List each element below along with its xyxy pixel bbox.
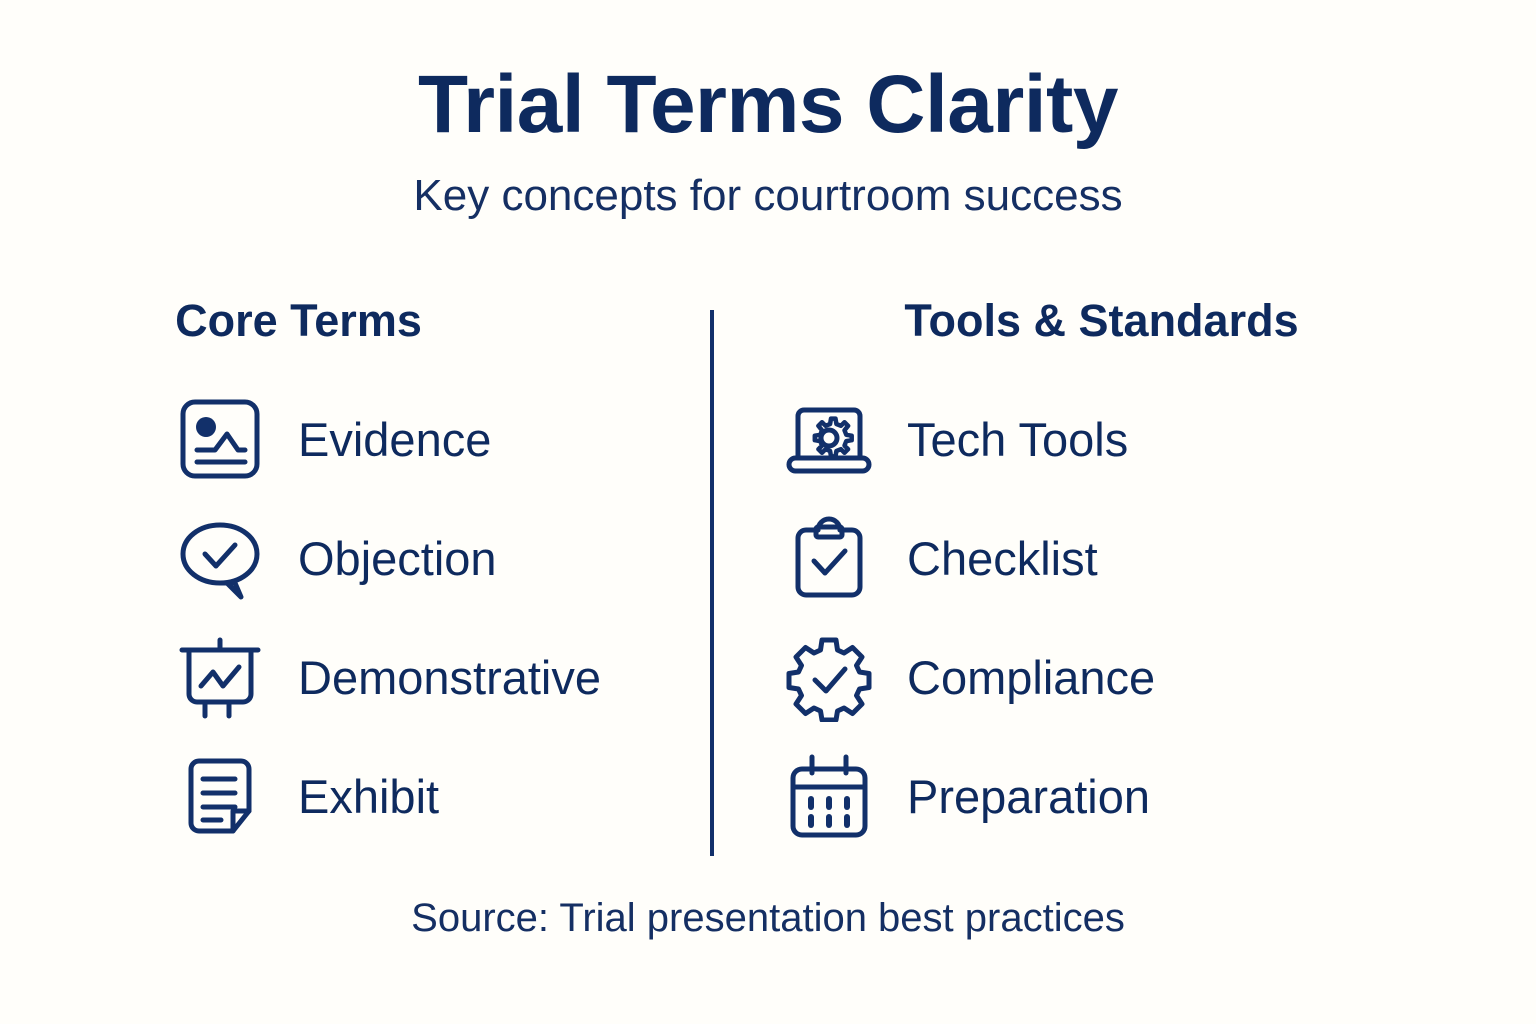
list-item-preparation[interactable]: Preparation: [711, 737, 1536, 856]
calendar-icon: [781, 748, 877, 844]
list-item-label: Preparation: [907, 769, 1150, 823]
clipboard-check-icon: [781, 510, 877, 606]
laptop-gear-icon: [781, 391, 877, 487]
list-item-objection[interactable]: Objection: [0, 499, 711, 618]
header: Trial Terms Clarity Key concepts for cou…: [0, 0, 1536, 220]
gear-check-icon: [781, 629, 877, 725]
list-item-compliance[interactable]: Compliance: [711, 618, 1536, 737]
list-item-label: Objection: [298, 531, 497, 585]
page-title: Trial Terms Clarity: [418, 59, 1118, 150]
image-evidence-icon: [172, 391, 268, 487]
presentation-chart-icon: [172, 629, 268, 725]
list-item-label: Demonstrative: [298, 650, 601, 704]
speech-bubble-check-icon: [172, 510, 268, 606]
list-item-checklist[interactable]: Checklist: [711, 499, 1536, 618]
column-tools-standards: Tools & Standards Tech Tools: [711, 296, 1536, 856]
list-item-label: Evidence: [298, 412, 492, 466]
source-note: Source: Trial presentation best practice…: [411, 896, 1125, 940]
document-folded-icon: [172, 748, 268, 844]
core-terms-list: Evidence Objection: [0, 380, 711, 856]
list-item-exhibit[interactable]: Exhibit: [0, 737, 711, 856]
column-divider: [710, 310, 714, 856]
page-subtitle: Key concepts for courtroom success: [413, 171, 1123, 221]
list-item-label: Compliance: [907, 650, 1156, 704]
list-item-label: Tech Tools: [907, 412, 1129, 466]
list-item-label: Checklist: [907, 531, 1098, 585]
tools-standards-list: Tech Tools Checklist: [711, 380, 1536, 856]
list-item-evidence[interactable]: Evidence: [0, 380, 711, 499]
column-heading-tools-standards: Tools & Standards: [904, 295, 1299, 346]
list-item-tech-tools[interactable]: Tech Tools: [711, 380, 1536, 499]
list-item-label: Exhibit: [298, 769, 440, 823]
list-item-demonstrative[interactable]: Demonstrative: [0, 618, 711, 737]
column-heading-core-terms: Core Terms: [175, 295, 422, 346]
columns-container: Core Terms Evidence: [0, 296, 1536, 856]
column-core-terms: Core Terms Evidence: [0, 296, 711, 856]
